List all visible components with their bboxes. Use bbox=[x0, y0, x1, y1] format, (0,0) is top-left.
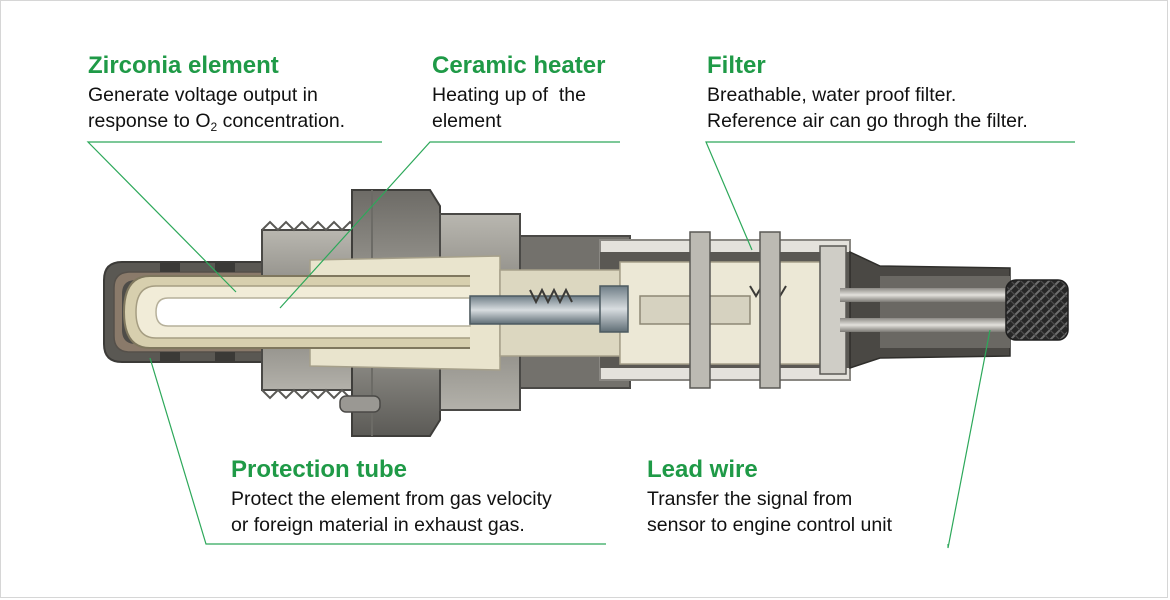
callout-filter: Filter Breathable, water proof filter. R… bbox=[707, 52, 1028, 134]
ceramic-heater bbox=[155, 297, 471, 327]
callout-description-line: or foreign material in exhaust gas. bbox=[231, 514, 525, 536]
callout-description-line: Breathable, water proof filter. bbox=[707, 84, 957, 106]
callout-protection-tube: Protection tube Protect the element from… bbox=[231, 456, 552, 538]
callout-title: Lead wire bbox=[647, 456, 758, 483]
callout-description-line: Reference air can go throgh the filter. bbox=[707, 110, 1028, 132]
text-segment: concentration. bbox=[217, 110, 346, 132]
callout-description-line: Generate voltage output in bbox=[88, 84, 318, 106]
callout-title: Filter bbox=[707, 52, 766, 79]
callout-description-line: sensor to engine control unit bbox=[647, 514, 892, 536]
callout-description-line: response to O2 concentration. bbox=[88, 108, 345, 140]
callout-title: Ceramic heater bbox=[432, 52, 606, 79]
text-segment: response to O bbox=[88, 110, 211, 132]
leader-line-leadwire bbox=[947, 329, 991, 549]
subscript: 2 bbox=[210, 120, 218, 134]
callout-description-line: element bbox=[432, 110, 502, 132]
lead-wire bbox=[840, 279, 1069, 341]
callout-title: Zirconia element bbox=[88, 52, 279, 79]
callout-zirconia-element: Zirconia element Generate voltage output… bbox=[88, 52, 345, 140]
callout-title: Protection tube bbox=[231, 456, 408, 483]
callout-description-line: Protect the element from gas velocity bbox=[231, 488, 552, 510]
leader-line-protection bbox=[149, 357, 606, 545]
callout-lead-wire: Lead wire Transfer the signal from senso… bbox=[647, 456, 892, 538]
callout-ceramic-heater: Ceramic heater Heating up of the element bbox=[432, 52, 605, 134]
leader-lines bbox=[86, 141, 1075, 549]
leader-line-filter bbox=[705, 141, 1075, 251]
filter bbox=[689, 231, 847, 389]
leader-line-heater bbox=[279, 141, 620, 309]
leader-line-zirconia bbox=[86, 141, 382, 293]
callout-description-line: Transfer the signal from bbox=[647, 488, 853, 510]
callout-description-line: Heating up of the bbox=[432, 84, 586, 106]
